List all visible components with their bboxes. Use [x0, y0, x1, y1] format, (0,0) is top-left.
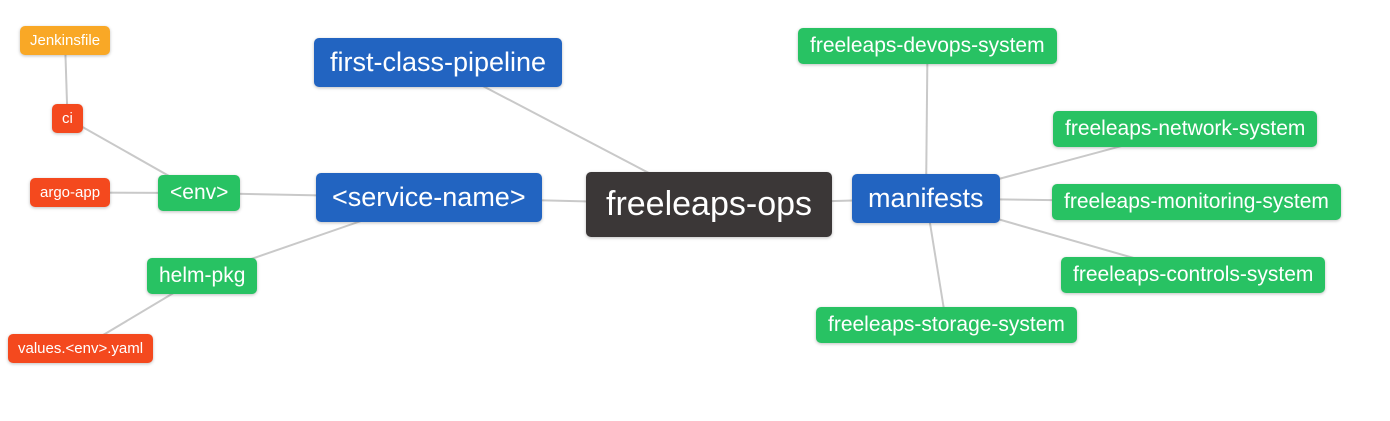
node-freeleaps-devops-system[interactable]: freeleaps-devops-system [798, 28, 1057, 65]
node-freeleaps-ops[interactable]: freeleaps-ops [586, 172, 833, 238]
node-freeleaps-network-system[interactable]: freeleaps-network-system [1053, 111, 1318, 148]
node-argo-app[interactable]: argo-app [30, 178, 111, 208]
node-freeleaps-monitoring-system[interactable]: freeleaps-monitoring-system [1052, 184, 1341, 221]
node-manifests[interactable]: manifests [852, 174, 1000, 224]
node-jenkinsfile[interactable]: Jenkinsfile [20, 26, 111, 56]
node-env[interactable]: <env> [158, 175, 241, 212]
node-freeleaps-controls-system[interactable]: freeleaps-controls-system [1061, 257, 1326, 294]
node-first-class-pipeline[interactable]: first-class-pipeline [314, 38, 563, 88]
node-ci[interactable]: ci [52, 104, 83, 134]
node-helm-pkg[interactable]: helm-pkg [147, 258, 258, 295]
edge [925, 45, 929, 199]
node-freeleaps-storage-system[interactable]: freeleaps-storage-system [816, 307, 1077, 344]
node-service-name[interactable]: <service-name> [316, 173, 542, 223]
node-values-env-yaml[interactable]: values.<env>.yaml [8, 334, 154, 364]
